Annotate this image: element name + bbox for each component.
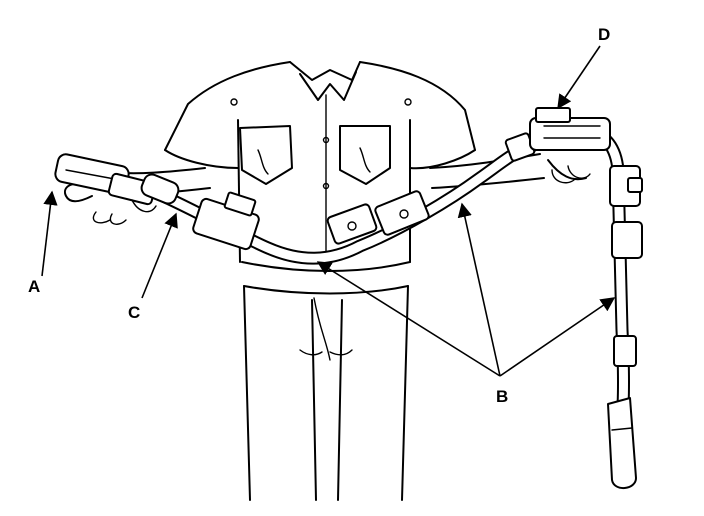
callout-d: D <box>557 25 610 110</box>
callout-c-label: C <box>128 303 140 322</box>
grommet-c <box>140 173 180 205</box>
callout-d-label: D <box>598 25 610 44</box>
callout-a-label: A <box>28 277 40 296</box>
callout-b-label: B <box>496 387 508 406</box>
connector-a <box>54 153 157 213</box>
callout-b: B <box>316 202 616 406</box>
connector-d <box>529 107 611 151</box>
drop-harness-clips <box>607 165 643 489</box>
harness-clamps <box>192 132 536 251</box>
callout-c: C <box>128 212 178 322</box>
callout-a: A <box>28 190 58 296</box>
technician-figure <box>64 61 591 501</box>
